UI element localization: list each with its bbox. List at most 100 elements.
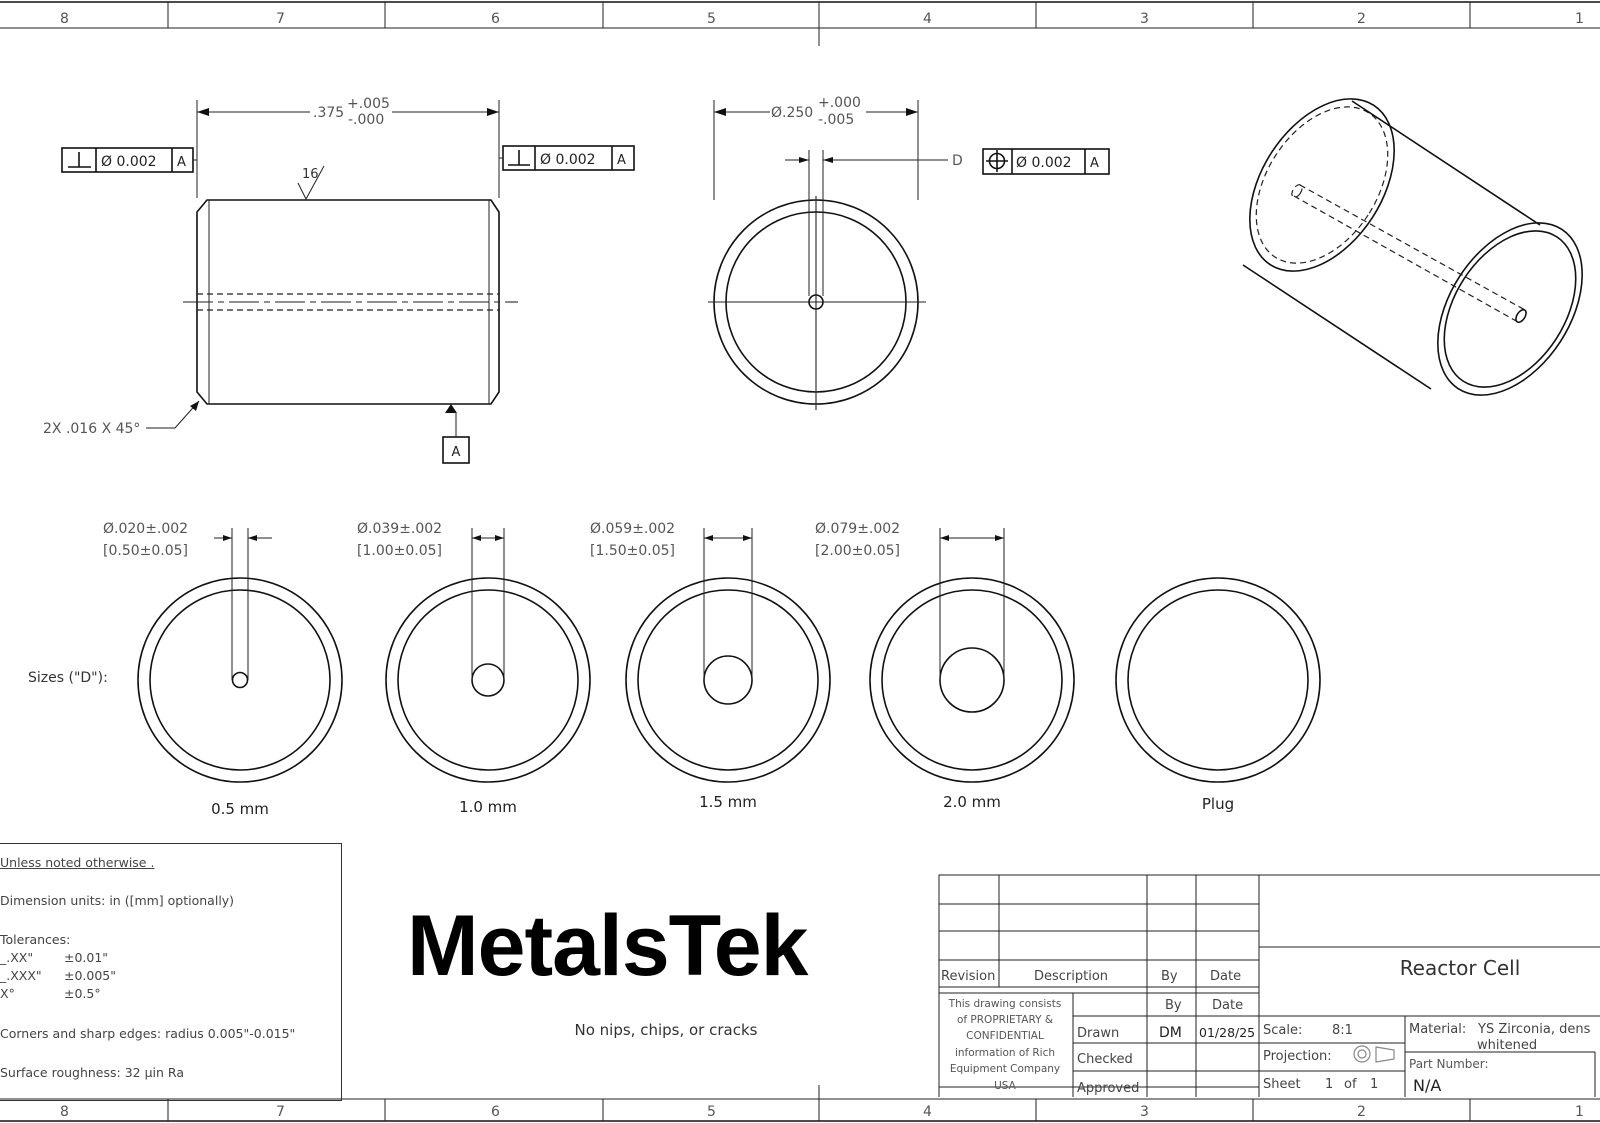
date-header: Date [1212, 998, 1243, 1013]
size-variant-0-5mm: Ø.020±.002 [0.50±0.05] 0.5 mm [103, 521, 343, 818]
size-dimension: Ø.079±.002 [815, 521, 900, 537]
feature-control-frame-position: Ø 0.002 A [982, 148, 1110, 175]
tol-key: _.XXX" [0, 968, 42, 983]
sizes-label: Sizes ("D"): [28, 670, 108, 686]
fcf-position-tolerance: Ø 0.002 [1016, 155, 1072, 171]
general-notes: Unless noted otherwise . Dimension units… [0, 843, 342, 1101]
perpendicularity-icon [508, 150, 530, 166]
proprietary-line: USA [994, 1080, 1017, 1092]
zone-label: 2 [1357, 1104, 1366, 1120]
length-dimension: .375 [313, 105, 344, 121]
zone-label: 4 [923, 1104, 932, 1120]
rev-header-revision: Revision [941, 969, 995, 984]
size-metric: [1.00±0.05] [357, 543, 442, 559]
approved-label: Approved [1077, 1081, 1139, 1096]
side-view: .375 +.005 -.000 Ø 0.002 A Ø 0.002 [43, 96, 635, 464]
fcf-left-datum: A [177, 155, 186, 170]
proprietary-line: information of Rich [955, 1047, 1055, 1059]
length-tolerance-minus: -.000 [348, 112, 384, 128]
tol-value: ±0.01" [64, 950, 109, 965]
notes-units: Dimension units: in ([mm] optionally) [0, 893, 235, 908]
zone-label: 6 [491, 1104, 500, 1120]
isometric-view [1242, 98, 1583, 396]
zone-label: 8 [60, 11, 69, 27]
surface-finish-symbol: 16 [297, 165, 325, 201]
zone-label: 1 [1575, 11, 1584, 27]
quality-note: No nips, chips, or cracks [575, 1021, 758, 1039]
size-metric: [1.50±0.05] [590, 543, 675, 559]
drawn-label: Drawn [1077, 1026, 1119, 1041]
size-metric: [2.00±0.05] [815, 543, 900, 559]
sheet-number: 1 [1325, 1077, 1333, 1092]
perpendicularity-icon [68, 152, 91, 168]
notes-corners: Corners and sharp edges: radius 0.005"-0… [0, 1026, 296, 1041]
size-dimension: Ø.039±.002 [357, 521, 442, 537]
company-logo: MetalsTek [407, 898, 809, 994]
third-angle-projection-icon [1353, 1045, 1395, 1063]
size-variant-1-0mm: Ø.039±.002 [1.00±0.05] 1.0 mm [357, 521, 591, 816]
notes-tolerances-heading: Tolerances: [0, 932, 71, 947]
zone-label: 3 [1140, 11, 1149, 27]
proprietary-notice: This drawing consists of PROPRIETARY & C… [948, 998, 1062, 1092]
notes-roughness: Surface roughness: 32 µin Ra [0, 1065, 184, 1080]
rev-header-date: Date [1210, 969, 1241, 984]
zone-label: 7 [276, 11, 285, 27]
rev-header-description: Description [1034, 969, 1108, 984]
zone-label: 6 [491, 11, 500, 27]
zone-label: 8 [60, 1104, 69, 1120]
size-dimension: Ø.020±.002 [103, 521, 188, 537]
size-caption: 1.5 mm [699, 793, 757, 811]
proprietary-line: Equipment Company [950, 1063, 1060, 1075]
zone-label: 3 [1140, 1104, 1149, 1120]
size-metric: [0.50±0.05] [103, 543, 188, 559]
size-variant-plug: Plug [1115, 577, 1321, 813]
chamfer-note: 2X .016 X 45° [43, 421, 140, 437]
chamfer-callout: 2X .016 X 45° [43, 400, 200, 437]
tol-key: X° [0, 986, 15, 1001]
diameter-dimension: Ø.250 [771, 105, 813, 121]
checked-label: Checked [1077, 1052, 1133, 1067]
sheet-of: of [1344, 1077, 1357, 1092]
brand-area: MetalsTek No nips, chips, or cracks [407, 898, 810, 1039]
drawn-date: 01/28/25 [1199, 1025, 1255, 1040]
feature-control-frame-left: Ø 0.002 A [61, 147, 197, 173]
end-view: D Ø.250 +.000 -.005 Ø 0.002 A [708, 95, 1110, 410]
sheet-total: 1 [1370, 1077, 1378, 1092]
fcf-position-datum: A [1090, 156, 1099, 171]
proprietary-line: of PROPRIETARY & [957, 1014, 1053, 1026]
datum-feature-a: A [442, 404, 470, 464]
zone-label: 4 [923, 11, 932, 27]
notes-heading: Unless noted otherwise . [0, 855, 155, 870]
drawing-title: Reactor Cell [1400, 956, 1521, 980]
material-value: YS Zirconia, dens [1477, 1022, 1591, 1037]
fcf-right-datum: A [617, 153, 626, 168]
title-block: Revision Description By Date By Date Thi… [938, 874, 1600, 1097]
size-caption: 0.5 mm [211, 800, 269, 818]
surface-finish-value: 16 [302, 167, 319, 182]
zone-label: 1 [1575, 1104, 1584, 1120]
zone-label: 5 [707, 1104, 716, 1120]
by-header: By [1165, 998, 1182, 1013]
proprietary-line: CONFIDENTIAL [966, 1030, 1044, 1042]
tol-value: ±0.005" [64, 968, 117, 983]
sizes-row: Sizes ("D"): Ø.020±.002 [0.50±0.05] 0.5 … [28, 521, 1321, 818]
feature-control-frame-right: Ø 0.002 A [499, 145, 635, 171]
scale-label: Scale: [1263, 1023, 1302, 1038]
fcf-right-tolerance: Ø 0.002 [540, 152, 596, 168]
proprietary-line: This drawing consists [948, 998, 1062, 1010]
zone-label: 7 [276, 1104, 285, 1120]
size-variant-1-5mm: Ø.059±.002 [1.50±0.05] 1.5 mm [590, 521, 831, 811]
size-caption: 2.0 mm [943, 793, 1001, 811]
tol-key: _.XX" [0, 950, 34, 965]
size-caption: 1.0 mm [459, 798, 517, 816]
diameter-tolerance-plus: +.000 [818, 95, 861, 111]
drawn-by: DM [1159, 1025, 1182, 1041]
datum-label: A [452, 445, 461, 460]
length-tolerance-plus: +.005 [347, 96, 390, 112]
material-value-line2: whitened [1477, 1038, 1537, 1053]
size-variant-2-0mm: Ø.079±.002 [2.00±0.05] 2.0 mm [815, 521, 1075, 811]
zone-labels-bottom: 8 7 6 5 4 3 2 1 [60, 1104, 1584, 1120]
tol-value: ±0.5° [64, 986, 101, 1001]
part-number-label: Part Number: [1409, 1057, 1489, 1071]
projection-label: Projection: [1263, 1049, 1332, 1064]
